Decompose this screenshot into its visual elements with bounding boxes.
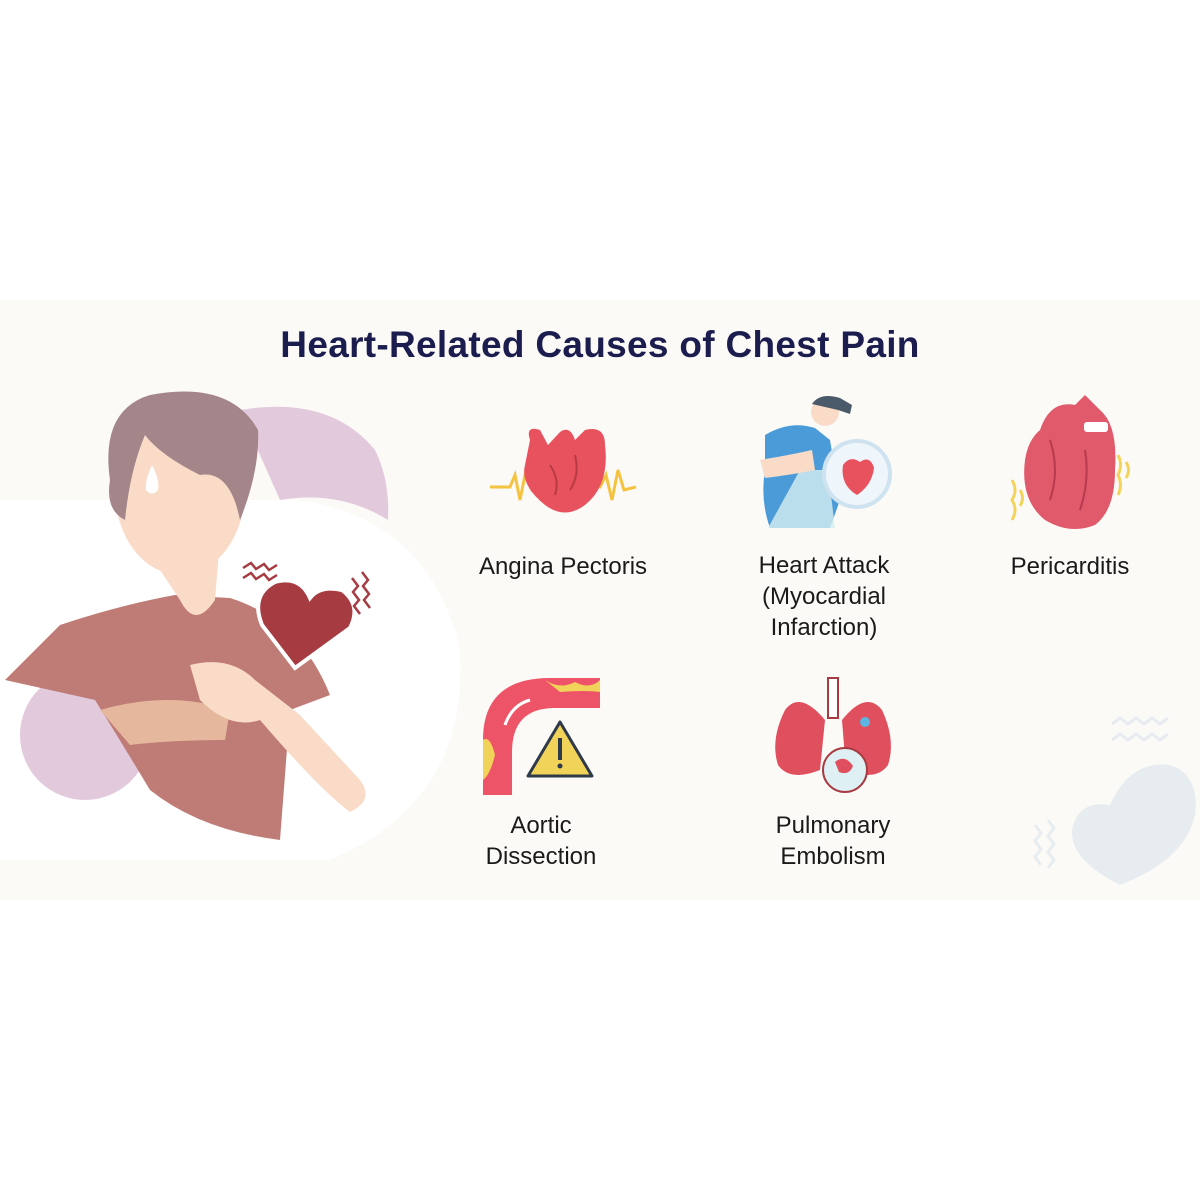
aortic-dissection-icon <box>483 678 600 795</box>
heart-attack-icon <box>760 396 892 528</box>
angina-heart-icon <box>490 428 637 513</box>
label-line: Heart Attack <box>758 552 890 579</box>
page-title: Heart-Related Causes of Chest Pain <box>280 324 920 365</box>
cause-label-heart-attack: Heart Attack (Myocardial Infarction) <box>694 550 954 643</box>
pulmonary-embolism-icon <box>775 677 891 793</box>
person-chest-pain-illustration <box>0 391 461 860</box>
label-line: Pulmonary <box>775 812 891 839</box>
beating-heart-icon <box>242 561 371 671</box>
label-line: (Myocardial <box>761 583 887 610</box>
label-line: Pericarditis <box>1010 553 1130 580</box>
cause-label-angina: Angina Pectoris <box>433 551 693 582</box>
label-line: Angina Pectoris <box>478 553 648 580</box>
cause-label-pericarditis: Pericarditis <box>940 551 1200 582</box>
cause-label-aortic-dissection: Aortic Dissection <box>411 810 671 872</box>
label-line: Aortic <box>510 812 572 839</box>
label-line: Dissection <box>485 843 597 870</box>
label-line: Embolism <box>780 843 886 870</box>
label-line: Infarction) <box>770 614 878 641</box>
decorative-heart-icon <box>1033 716 1196 885</box>
cause-label-pulmonary-embolism: Pulmonary Embolism <box>703 810 963 872</box>
pericarditis-heart-icon <box>1010 395 1130 529</box>
